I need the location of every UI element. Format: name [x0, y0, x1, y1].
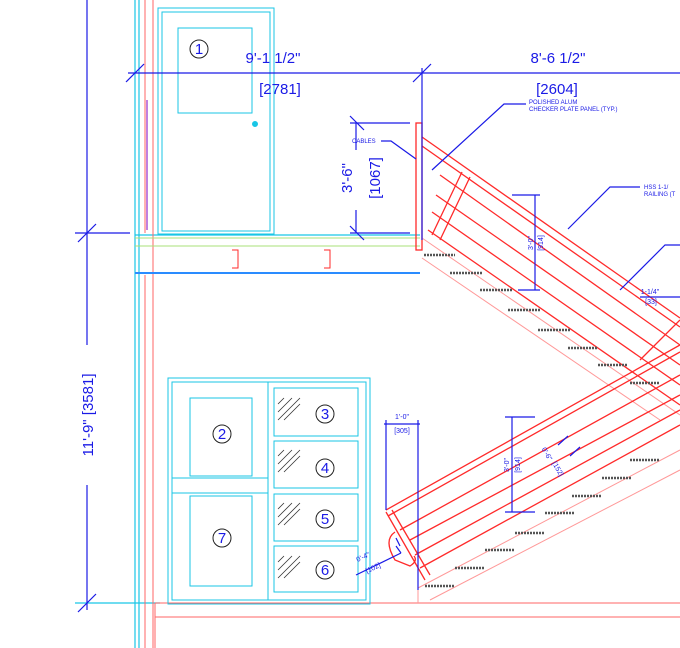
- dim-lower-guard: 3'-0": [504, 458, 511, 472]
- dim-rail-gap-mm: [33]: [645, 299, 657, 306]
- equipment-tags: [189, 39, 335, 580]
- dim-overall-height: 11'-9" [3581]: [80, 374, 97, 457]
- hatch-marks: [277, 397, 301, 579]
- lower-stringer: [417, 449, 680, 603]
- dim-cable-spacing: 0'-6": [540, 446, 553, 462]
- dim-rail-height: 3'-6": [339, 163, 356, 193]
- tag-6: 6: [321, 562, 329, 579]
- lower-stair-flight: [385, 344, 680, 581]
- dim-offset: 1'-0": [395, 414, 409, 421]
- tag-4: 4: [321, 460, 329, 477]
- tag-2: 2: [218, 426, 226, 443]
- note-cables: CABLES: [352, 139, 376, 145]
- note-railing-line1: HSS 1-1/: [644, 185, 669, 191]
- tag-7: 7: [218, 530, 226, 547]
- tag-3: 3: [321, 406, 329, 423]
- dim-rail-gap: 1-1/4": [641, 289, 660, 296]
- dim-left-span-mm: [2781]: [259, 81, 301, 98]
- note-panel-line1: POLISHED ALUM: [529, 100, 577, 106]
- dim-cable-spacing-mm: [152]: [550, 461, 564, 478]
- dim-upper-guard-mm: [914]: [538, 235, 545, 251]
- dim-offset-mm: [305]: [394, 428, 410, 435]
- dim-end-gap-mm: [102]: [365, 562, 382, 575]
- leader-lines: [381, 103, 680, 291]
- upper-stringer: [421, 237, 680, 421]
- tag-5: 5: [321, 511, 329, 528]
- wall-lines: [75, 0, 420, 648]
- dim-lower-guard-mm: [914]: [515, 457, 522, 473]
- door-handle: [252, 121, 258, 127]
- dimension-lines: [75, 0, 680, 613]
- tag-1: 1: [195, 41, 203, 58]
- cabinets: [167, 377, 371, 605]
- door: [157, 7, 275, 235]
- floor-edge: [135, 237, 420, 274]
- dim-right-span-mm: [2604]: [536, 81, 578, 98]
- note-railing-line2: RAILING (T: [644, 192, 676, 198]
- tread-labels: [424, 253, 660, 588]
- dim-rail-height-mm: [1067]: [367, 157, 384, 199]
- wall-red-lines: [144, 0, 680, 648]
- note-panel-line2: CHECKER PLATE PANEL (TYP.): [529, 107, 617, 113]
- upper-stair-flight: [415, 122, 680, 406]
- dim-right-span: 8'-6 1/2": [531, 50, 586, 67]
- dim-upper-guard: 3'-0": [528, 236, 535, 250]
- dim-left-span: 9'-1 1/2": [246, 50, 301, 67]
